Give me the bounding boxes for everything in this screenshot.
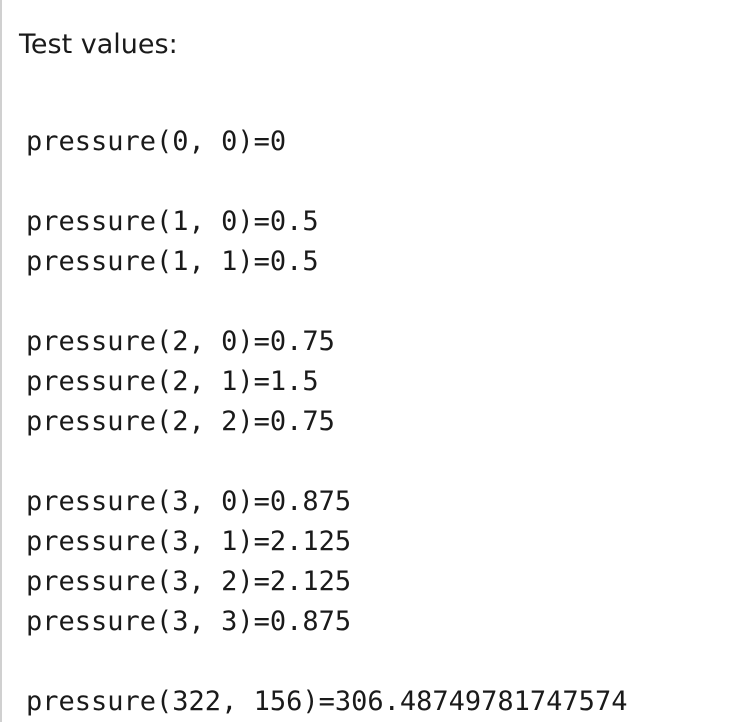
blank-line	[26, 642, 627, 682]
blank-line	[26, 442, 627, 482]
code-line: pressure(2, 2)=0.75	[26, 406, 335, 437]
blank-line	[26, 282, 627, 322]
code-line: pressure(0, 0)=0	[26, 126, 287, 157]
code-line: pressure(322, 156)=306.48749781747574	[26, 686, 628, 717]
code-line: pressure(1, 1)=0.5	[26, 246, 319, 277]
blank-line	[26, 162, 627, 202]
code-line: pressure(2, 0)=0.75	[26, 326, 335, 357]
code-line: pressure(3, 0)=0.875	[26, 486, 352, 517]
code-line: pressure(1, 0)=0.5	[26, 206, 319, 237]
intro-text: Test values:	[19, 29, 178, 60]
code-line: pressure(3, 2)=2.125	[26, 566, 352, 597]
code-line: pressure(3, 3)=0.875	[26, 606, 352, 637]
code-block: pressure(0, 0)=0 pressure(1, 0)=0.5 pres…	[26, 122, 627, 722]
code-line: pressure(3, 1)=2.125	[26, 526, 352, 557]
code-line: pressure(2, 1)=1.5	[26, 366, 319, 397]
